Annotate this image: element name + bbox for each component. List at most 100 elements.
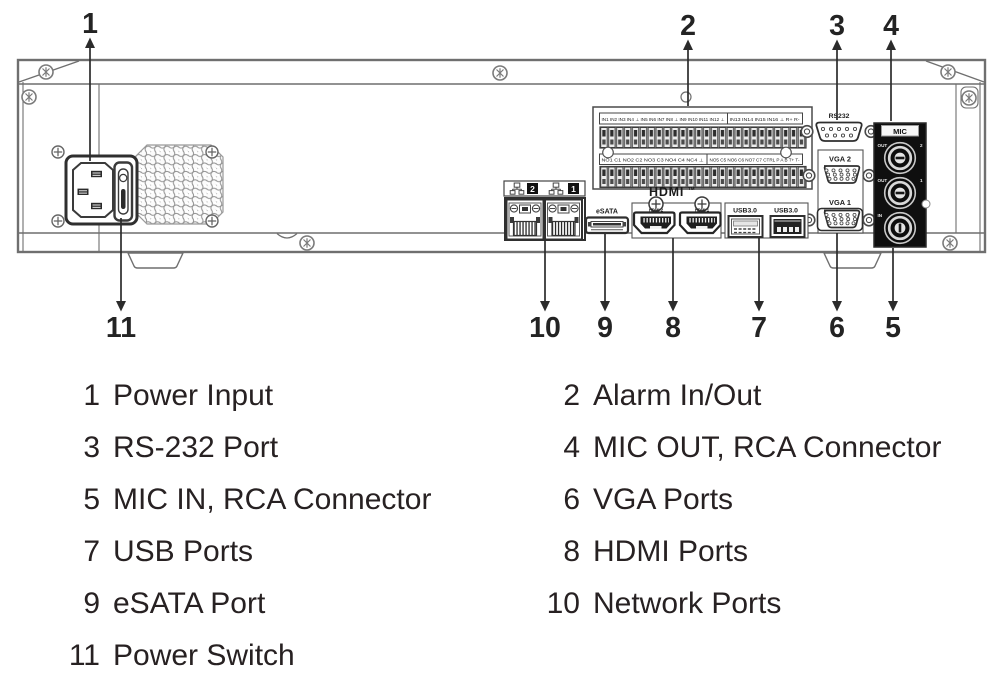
- hdmi-port2-label: HDMI 2: [649, 207, 664, 212]
- callout-number: 11: [106, 312, 136, 344]
- chassis-foot-left: [126, 252, 185, 269]
- power-input-socket: [72, 162, 114, 218]
- vga1-connector: [816, 207, 864, 232]
- callout-6: 6: [829, 233, 845, 344]
- callout-number: 2: [680, 10, 696, 42]
- mic-out2-rca-jack: [883, 141, 917, 175]
- legend-label: VGA Ports: [593, 483, 734, 516]
- legend-label: Network Ports: [593, 587, 782, 620]
- legend-label: MIC IN, RCA Connector: [113, 483, 432, 516]
- legend-row-hdmi: 8 HDMI Ports: [536, 526, 941, 578]
- callout-10: 10: [529, 240, 561, 344]
- legend-row-network: 10 Network Ports: [536, 578, 941, 630]
- legend-number: 8: [563, 535, 580, 568]
- legend-number: 7: [83, 535, 100, 568]
- legend-label: RS-232 Port: [113, 431, 279, 464]
- legend-label: Power Input: [113, 379, 274, 412]
- rear-panel-illustration: IN1 IN2 IN3 IN4 ⊥ IN5 IN6 IN7 IN8 ⊥ IN9 …: [16, 8, 987, 344]
- usb-label-left: USB3.0: [733, 208, 757, 215]
- legend-label: MIC OUT, RCA Connector: [593, 431, 942, 464]
- hdmi-port-1: [678, 211, 722, 235]
- legend-row-esata: 9 eSATA Port: [56, 578, 431, 630]
- mic-out2-label: OUT: [878, 143, 888, 148]
- callout-number: 8: [665, 312, 681, 344]
- callout-4: 4: [883, 10, 899, 121]
- legend-row-rs232: 3 RS-232 Port: [56, 422, 431, 474]
- legend-row-mic-in: 5 MIC IN, RCA Connector: [56, 474, 431, 526]
- legend-number: 9: [83, 587, 100, 620]
- hdmi-logo: HDMI: [649, 185, 684, 199]
- legend-row-power-switch: 11 Power Switch: [56, 630, 431, 682]
- chassis-foot-right: [822, 252, 883, 269]
- usb-port-right: [769, 215, 806, 238]
- legend-label: USB Ports: [113, 535, 254, 568]
- alarm-out-labels-left: NO1 C1 NO2 C2 NO3 C3 NO4 C4 NC4 ⊥: [602, 158, 704, 163]
- legend-label: Alarm In/Out: [593, 379, 762, 412]
- legend-number: 6: [563, 483, 580, 516]
- legend-label: eSATA Port: [113, 587, 266, 620]
- callout-8: 8: [665, 238, 681, 344]
- legend-label: Power Switch: [113, 639, 295, 672]
- vga-ports: VGA 2 VGA 1: [802, 149, 876, 234]
- network-ports: 2 1: [503, 180, 586, 241]
- legend-number: 10: [546, 587, 580, 620]
- callout-3: 3: [829, 10, 845, 120]
- alarm-terminal-block: IN1 IN2 IN3 IN4 ⊥ IN5 IN6 IN7 IN8 ⊥ IN9 …: [592, 106, 813, 190]
- callout-number: 9: [597, 312, 613, 344]
- callout-7: 7: [751, 238, 767, 344]
- mic-panel-label: MIC: [893, 127, 907, 136]
- esata-label: eSATA: [596, 209, 618, 216]
- hdmi-port1-label: HDMI 1: [695, 207, 710, 212]
- legend-number: 1: [83, 379, 100, 412]
- hdmi-ports: HDMI TM HDMI 2 HDMI 1: [631, 185, 722, 239]
- legend-row-alarm: 2 Alarm In/Out: [536, 370, 941, 422]
- mic-out1-number: 1: [920, 178, 923, 183]
- callout-number: 6: [829, 312, 845, 344]
- vga1-label: VGA 1: [829, 198, 851, 207]
- vga2-connector: [823, 165, 861, 184]
- legend-row-vga: 6 VGA Ports: [536, 474, 941, 526]
- legend-row-usb: 7 USB Ports: [56, 526, 431, 578]
- callout-number: 4: [883, 10, 899, 42]
- rs232-label: RS232: [829, 113, 850, 120]
- power-input-module: [64, 154, 139, 226]
- legend-row-mic-out: 4 MIC OUT, RCA Connector: [536, 422, 941, 474]
- hdmi-logo-tm: TM: [688, 186, 695, 191]
- mic-in-label: IN: [878, 213, 883, 218]
- alarm-in-labels-left: IN1 IN2 IN3 IN4 ⊥ IN5 IN6 IN7 IN8 ⊥ IN9 …: [602, 117, 725, 122]
- callout-11: 11: [106, 218, 136, 344]
- alarm-out-labels-right: NO5 C5 NO6 C6 NO7 C7 CTRL P A B T+ T-: [710, 158, 801, 163]
- mic-out2-number: 2: [920, 143, 923, 148]
- callout-number: 7: [751, 312, 767, 344]
- power-switch: [113, 161, 134, 222]
- mic-rca-panel: MIC OUT 2 OUT 1 IN: [873, 122, 931, 248]
- alarm-in-labels-right: IN13 IN14 IN15 IN16 ⊥ R+ R-: [730, 117, 801, 122]
- mic-out1-rca-jack: [883, 176, 917, 210]
- rs232-port: RS232: [800, 113, 878, 142]
- legend-label: HDMI Ports: [593, 535, 749, 568]
- usb-ports: USB3.0 USB3.0: [724, 202, 809, 239]
- rj45-port-1: [544, 198, 583, 241]
- callout-number: 3: [829, 10, 845, 42]
- legend-number: 4: [563, 431, 580, 464]
- vga2-label: VGA 2: [829, 155, 851, 164]
- network-port2-number: 2: [530, 184, 535, 194]
- legend-column-left: 1 Power Input 3 RS-232 Port 5 MIC IN, RC…: [56, 370, 432, 682]
- callout-number: 10: [529, 312, 561, 344]
- rj45-port-2: [505, 198, 545, 241]
- callout-number: 1: [82, 8, 98, 40]
- callout-2: 2: [680, 10, 696, 106]
- usb-label-right: USB3.0: [774, 208, 798, 215]
- legend-number: 2: [563, 379, 580, 412]
- callout-9: 9: [597, 234, 613, 344]
- hdmi-port-2: [632, 211, 676, 235]
- hdmi-screw: [648, 196, 710, 212]
- network-port1-number: 1: [571, 184, 576, 194]
- esata-port: eSATA: [584, 209, 630, 235]
- legend-number: 5: [83, 483, 100, 516]
- callout-number: 5: [885, 312, 901, 344]
- callout-5: 5: [885, 248, 901, 344]
- panel-hole: [680, 91, 692, 103]
- legend-column-right: 2 Alarm In/Out 4 MIC OUT, RCA Connector …: [536, 370, 942, 630]
